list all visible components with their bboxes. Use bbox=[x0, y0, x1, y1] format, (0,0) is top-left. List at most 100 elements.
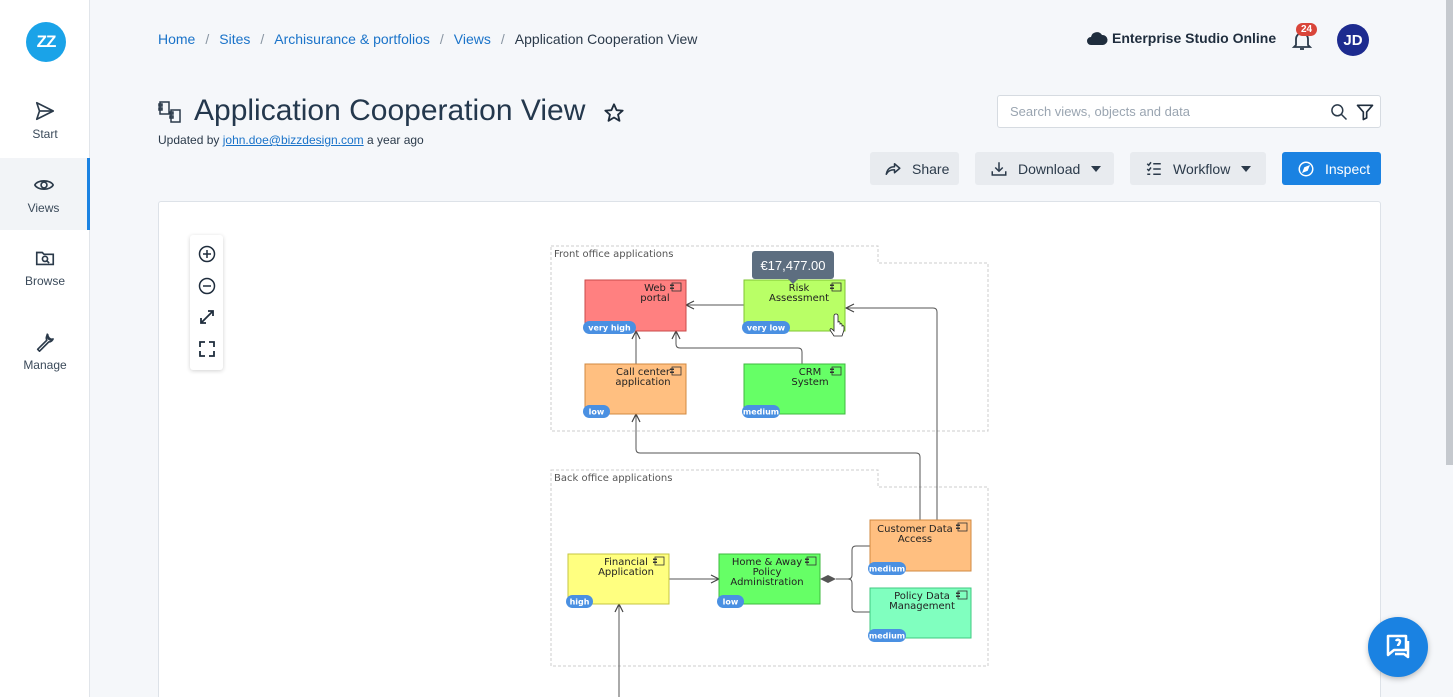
zoom-in-icon[interactable] bbox=[197, 244, 217, 264]
sidebar-item-label: Manage bbox=[23, 357, 67, 372]
cloud-icon bbox=[1087, 32, 1108, 45]
status-badge: high bbox=[570, 598, 590, 607]
node-call-center[interactable]: Call center application low bbox=[583, 363, 687, 418]
connector bbox=[676, 331, 803, 364]
sidebar-item-manage[interactable]: Manage bbox=[0, 315, 90, 387]
svg-text:System: System bbox=[791, 377, 828, 388]
download-button[interactable]: Download bbox=[975, 152, 1114, 185]
compass-icon bbox=[1298, 161, 1314, 176]
fullscreen-icon[interactable] bbox=[197, 339, 217, 359]
svg-text:CRM: CRM bbox=[799, 367, 822, 378]
value-tooltip: €17,477.00 bbox=[752, 251, 834, 284]
sidebar-item-views[interactable]: Views bbox=[0, 158, 90, 230]
hand-cursor-icon bbox=[829, 313, 845, 337]
sidebar-item-browse[interactable]: Browse bbox=[0, 231, 90, 303]
svg-text:Policy: Policy bbox=[753, 567, 782, 578]
svg-text:Assessment: Assessment bbox=[769, 293, 829, 304]
notification-badge: 24 bbox=[1296, 23, 1318, 36]
checklist-icon bbox=[1146, 161, 1161, 175]
status-badge: low bbox=[723, 598, 739, 607]
svg-text:Financial: Financial bbox=[604, 557, 648, 568]
sidebar: ZZ Start Views Browse Manage bbox=[0, 0, 90, 697]
node-financial-application[interactable]: Financial Application high bbox=[566, 553, 670, 608]
connector bbox=[636, 414, 921, 520]
sidebar-item-label: Views bbox=[27, 200, 60, 215]
zoom-out-icon[interactable] bbox=[197, 276, 217, 296]
group-label: Front office applications bbox=[554, 249, 673, 260]
status-badge: very low bbox=[747, 324, 786, 333]
search-input[interactable] bbox=[998, 96, 1318, 127]
fit-to-screen-icon[interactable] bbox=[197, 307, 217, 327]
sidebar-item-start[interactable]: Start bbox=[0, 84, 90, 156]
svg-text:portal: portal bbox=[640, 293, 669, 304]
connector bbox=[846, 308, 938, 520]
node-risk-assessment[interactable]: Risk Assessment very low bbox=[742, 279, 846, 334]
search-icon[interactable] bbox=[1329, 102, 1349, 122]
share-button[interactable]: Share bbox=[870, 152, 959, 185]
status-badge: medium bbox=[743, 408, 779, 417]
node-customer-data-access[interactable]: Customer Data Access medium bbox=[868, 519, 972, 575]
wrench-icon bbox=[36, 332, 55, 352]
svg-text:Application: Application bbox=[598, 567, 654, 578]
connector bbox=[836, 545, 870, 580]
search-box bbox=[997, 95, 1381, 128]
connector bbox=[847, 578, 870, 613]
svg-text:Management: Management bbox=[889, 601, 955, 612]
chevron-down-icon bbox=[1241, 165, 1252, 172]
page-title: Application Cooperation View bbox=[194, 94, 586, 127]
group-back-office[interactable]: Back office applications bbox=[550, 469, 989, 667]
breadcrumb: Home / Sites / Archisurance & portfolios… bbox=[158, 31, 698, 47]
svg-text:Customer Data: Customer Data bbox=[877, 524, 953, 535]
status-badge: very high bbox=[588, 324, 631, 333]
eye-icon bbox=[33, 179, 54, 190]
share-icon bbox=[885, 162, 901, 175]
environment-name: Enterprise Studio Online bbox=[1112, 30, 1277, 46]
breadcrumb-views[interactable]: Views bbox=[453, 31, 491, 47]
workflow-button[interactable]: Workflow bbox=[1130, 152, 1266, 185]
chevron-down-icon bbox=[1091, 165, 1102, 172]
aggregation-diamond bbox=[820, 575, 836, 583]
help-chat-button[interactable] bbox=[1368, 617, 1428, 677]
node-policy-data-management[interactable]: Policy Data Management medium bbox=[868, 587, 972, 642]
download-icon bbox=[991, 161, 1007, 176]
status-badge: medium bbox=[869, 632, 905, 641]
environment-label[interactable]: Enterprise Studio Online bbox=[1086, 30, 1276, 46]
status-badge: medium bbox=[869, 565, 905, 574]
application-view-icon bbox=[158, 101, 181, 123]
connectors bbox=[619, 305, 938, 697]
avatar[interactable]: JD bbox=[1337, 24, 1369, 56]
svg-text:Administration: Administration bbox=[730, 577, 803, 588]
favorite-star-icon[interactable] bbox=[603, 102, 625, 124]
svg-text:Risk: Risk bbox=[789, 283, 810, 294]
breadcrumb-current: Application Cooperation View bbox=[514, 31, 698, 47]
page-scrollbar[interactable] bbox=[1446, 0, 1453, 465]
status-badge: low bbox=[589, 408, 605, 417]
breadcrumb-sites[interactable]: Sites bbox=[219, 31, 251, 47]
svg-text:Home & Away: Home & Away bbox=[732, 557, 802, 568]
svg-text:Call center: Call center bbox=[616, 367, 671, 378]
updated-info: Updated by john.doe@bizzdesign.com a yea… bbox=[158, 133, 424, 147]
send-icon bbox=[35, 101, 55, 120]
sidebar-item-label: Start bbox=[32, 126, 58, 141]
svg-text:Access: Access bbox=[898, 534, 932, 545]
inspect-button[interactable]: Inspect bbox=[1282, 152, 1381, 185]
svg-text:Web: Web bbox=[644, 283, 666, 294]
zoom-toolbar bbox=[190, 235, 223, 370]
svg-text:application: application bbox=[615, 377, 670, 388]
updated-user-link[interactable]: john.doe@bizzdesign.com bbox=[222, 133, 364, 147]
breadcrumb-home[interactable]: Home bbox=[158, 31, 196, 47]
help-chat-icon bbox=[1386, 634, 1410, 659]
folder-search-icon bbox=[35, 251, 55, 265]
svg-text:€17,477.00: €17,477.00 bbox=[760, 258, 825, 273]
filter-icon[interactable] bbox=[1355, 102, 1375, 122]
sidebar-item-label: Browse bbox=[24, 273, 65, 288]
app-logo[interactable]: ZZ bbox=[26, 22, 66, 62]
node-crm-system[interactable]: CRM System medium bbox=[742, 363, 846, 418]
breadcrumb-archisurance[interactable]: Archisurance & portfolios bbox=[274, 31, 430, 47]
group-front-office[interactable]: Front office applications bbox=[550, 245, 989, 432]
node-home-away-policy[interactable]: Home & Away Policy Administration low bbox=[717, 553, 821, 608]
node-web-portal[interactable]: Web portal very high bbox=[583, 279, 687, 334]
group-label: Back office applications bbox=[554, 473, 672, 484]
svg-text:Policy Data: Policy Data bbox=[894, 591, 950, 602]
